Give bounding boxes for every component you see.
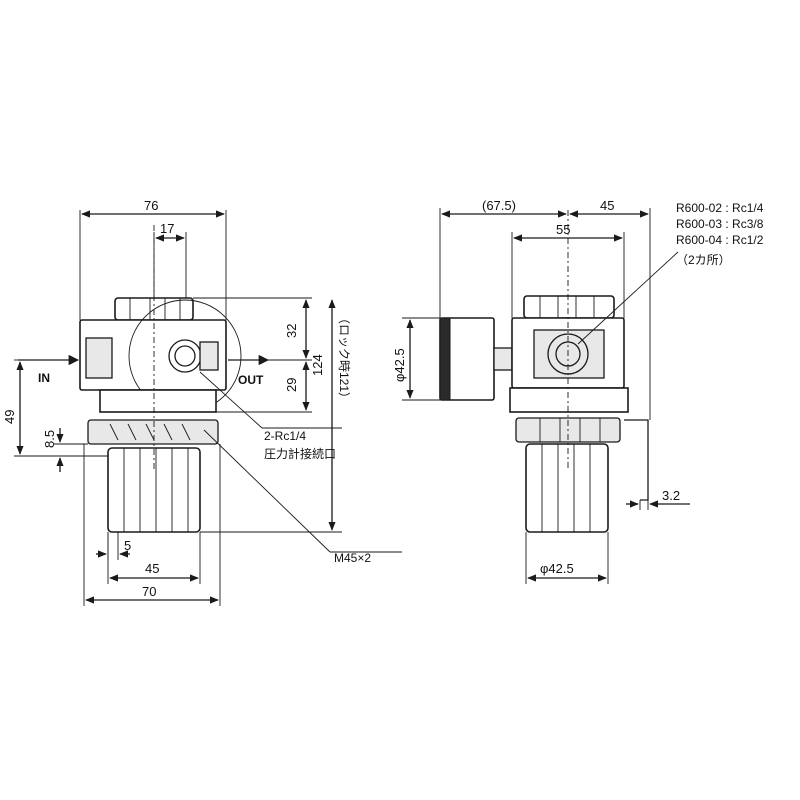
port-note-02: R600-02 : Rc1/4 — [676, 201, 764, 215]
lock-ring — [87, 419, 219, 445]
side-neck — [509, 387, 629, 413]
thread-label: M45×2 — [334, 551, 371, 565]
in-label: IN — [38, 371, 50, 385]
front-view: IN OUT 76 17 32 29 124 （ロック時121） 49 — [2, 198, 402, 606]
port-note-04: R600-04 : Rc1/2 — [676, 233, 764, 247]
dim-8-5: 8.5 — [42, 430, 57, 448]
side-view: (67.5) 45 55 φ42.5 φ42.5 3.2 R600-02 : R… — [392, 198, 764, 584]
gauge-port-label: 2-Rc1/4 — [264, 429, 306, 443]
in-port — [85, 337, 113, 379]
dim-3-2: 3.2 — [662, 488, 680, 503]
gauge-face — [439, 317, 451, 401]
dim-55: 55 — [556, 222, 570, 237]
port-note-03: R600-03 : Rc3/8 — [676, 217, 764, 231]
side-port-face — [533, 329, 605, 379]
dim-45-side: 45 — [600, 198, 614, 213]
dim-76: 76 — [144, 198, 158, 213]
dim-gauge-dia: φ42.5 — [392, 348, 407, 382]
dim-49: 49 — [2, 410, 17, 424]
gauge-port-note: 圧力計接続口 — [264, 446, 336, 461]
dim-70: 70 — [142, 584, 156, 599]
out-port — [199, 341, 219, 371]
side-knob — [525, 443, 609, 533]
dim-124: 124 — [310, 354, 325, 376]
dim-17: 17 — [160, 221, 174, 236]
body-neck — [99, 389, 217, 413]
lock-height-note: （ロック時121） — [337, 312, 351, 404]
out-label: OUT — [238, 373, 264, 387]
dim-32: 32 — [284, 324, 299, 338]
dim-45-front: 45 — [145, 561, 159, 576]
port-note-count: （2カ所） — [676, 253, 731, 267]
side-top-cap — [523, 295, 615, 319]
gauge-stem — [493, 347, 513, 371]
dim-knob-dia: φ42.5 — [540, 561, 574, 576]
dim-5: 5 — [124, 538, 131, 553]
panel-bracket — [624, 419, 649, 501]
adjust-knob — [107, 447, 201, 533]
dim-29: 29 — [284, 378, 299, 392]
dim-67-5: (67.5) — [482, 198, 516, 213]
